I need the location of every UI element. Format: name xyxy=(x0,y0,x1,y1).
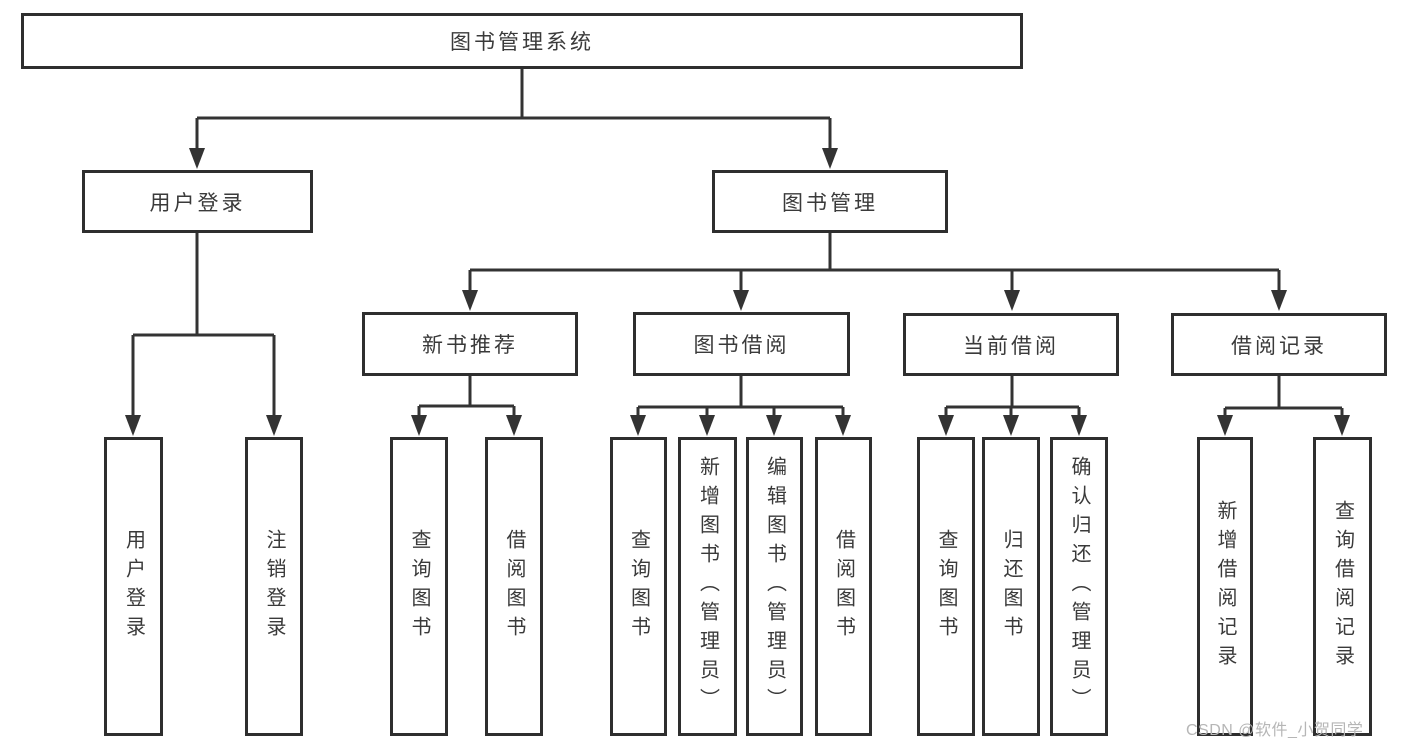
leaf-query-books-current: 查询图书 xyxy=(917,437,975,736)
leaf-add-books-admin: 新增图书（管理员） xyxy=(678,437,737,736)
node-label: 借阅图书 xyxy=(503,528,525,645)
node-label: 查询借阅记录 xyxy=(1331,499,1354,674)
arrow-icon xyxy=(1271,290,1287,311)
arrow-icon xyxy=(411,415,427,436)
node-label: 查询图书 xyxy=(408,528,430,645)
node-label: 新增借阅记录 xyxy=(1214,499,1236,674)
arrow-icon xyxy=(938,415,954,436)
arrow-icon xyxy=(1004,290,1020,311)
leaf-query-borrow-record: 查询借阅记录 xyxy=(1313,437,1372,736)
node-library-system: 图书管理系统 xyxy=(21,13,1023,69)
node-label: 图书管理 xyxy=(782,191,878,215)
arrowheads xyxy=(125,148,1350,436)
node-label: 借阅记录 xyxy=(1231,334,1327,358)
node-label: 新书推荐 xyxy=(422,334,518,357)
node-label: 借阅图书 xyxy=(832,528,855,645)
arrow-icon xyxy=(1217,415,1233,436)
leaf-user-login: 用户登录 xyxy=(104,437,163,736)
node-label: 用户登录 xyxy=(149,191,246,215)
arrow-icon xyxy=(462,290,478,311)
arrow-icon xyxy=(1334,415,1350,436)
node-label: 新增图书（管理员） xyxy=(696,456,719,717)
leaf-query-books-recommend: 查询图书 xyxy=(390,437,448,736)
arrow-icon xyxy=(266,415,282,436)
node-label: 图书管理系统 xyxy=(450,31,594,54)
node-label: 确认归还（管理员） xyxy=(1068,456,1090,717)
node-borrowing-records: 借阅记录 xyxy=(1171,313,1387,376)
arrow-icon xyxy=(1003,415,1019,436)
arrow-icon xyxy=(733,290,749,311)
node-book-management: 图书管理 xyxy=(712,170,948,233)
node-label: 查询图书 xyxy=(935,528,957,645)
arrow-icon xyxy=(766,415,782,436)
node-label: 用户登录 xyxy=(122,528,145,645)
node-label: 图书借阅 xyxy=(693,334,790,357)
arrow-icon xyxy=(189,148,205,169)
node-label: 编辑图书（管理员） xyxy=(763,456,786,717)
arrow-icon xyxy=(630,415,646,436)
node-label: 归还图书 xyxy=(1000,528,1022,645)
connector-path xyxy=(131,69,1344,418)
arrow-icon xyxy=(822,148,838,169)
leaf-query-books-borrowing: 查询图书 xyxy=(610,437,667,736)
node-label: 注销登录 xyxy=(263,528,285,645)
csdn-watermark: CSDN @软件_小贺同学 xyxy=(1186,722,1364,739)
arrow-icon xyxy=(1071,415,1087,436)
arrow-icon xyxy=(506,415,522,436)
node-book-borrowing: 图书借阅 xyxy=(633,312,850,376)
node-new-book-recommend: 新书推荐 xyxy=(362,312,578,376)
node-user-login: 用户登录 xyxy=(82,170,313,233)
arrow-icon xyxy=(699,415,715,436)
leaf-return-books: 归还图书 xyxy=(982,437,1040,736)
node-label: 查询图书 xyxy=(627,528,650,645)
leaf-confirm-return-admin: 确认归还（管理员） xyxy=(1050,437,1108,736)
leaf-borrow-books-borrowing: 借阅图书 xyxy=(815,437,872,736)
node-current-borrowing: 当前借阅 xyxy=(903,313,1119,376)
leaf-borrow-books-recommend: 借阅图书 xyxy=(485,437,543,736)
leaf-edit-books-admin: 编辑图书（管理员） xyxy=(746,437,803,736)
arrow-icon xyxy=(125,415,141,436)
leaf-add-borrow-record: 新增借阅记录 xyxy=(1197,437,1253,736)
leaf-logout-login: 注销登录 xyxy=(245,437,303,736)
node-label: 当前借阅 xyxy=(963,334,1059,358)
arrow-icon xyxy=(835,415,851,436)
